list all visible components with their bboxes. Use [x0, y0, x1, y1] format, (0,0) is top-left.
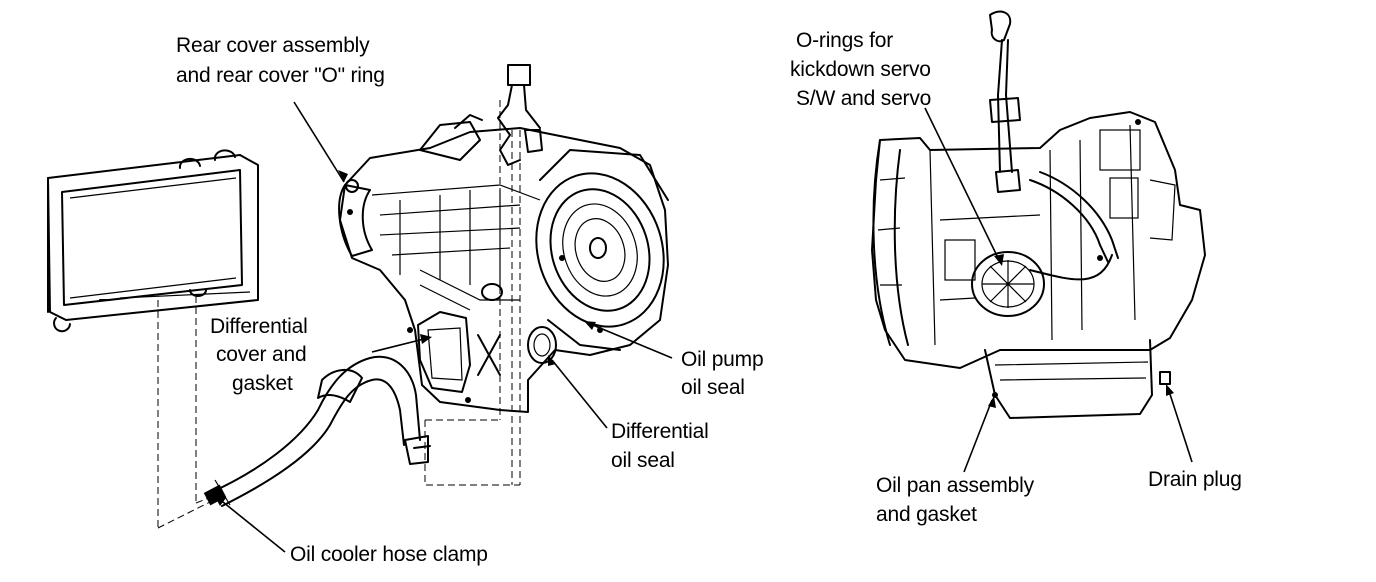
- oil-pump-label-line2: oil seal: [681, 376, 745, 399]
- rear-cover-label-line1: Rear cover assembly: [176, 34, 370, 57]
- label-differential-seal: Differential oil seal: [611, 420, 709, 472]
- label-oil-pan: Oil pan assembly and gasket: [876, 474, 1035, 526]
- label-hose-clamp: Oil cooler hose clamp: [290, 543, 488, 566]
- drain-plug-label: Drain plug: [1148, 468, 1242, 491]
- orings-label-line3: S/W and servo: [796, 87, 931, 110]
- orings-label-line2: kickdown servo: [790, 58, 931, 81]
- diff-seal-label-line2: oil seal: [611, 449, 675, 472]
- oil-cooler-radiator: [47, 149, 259, 333]
- diff-seal-label-line1: Differential: [611, 420, 709, 443]
- rear-cover-label-line2: and rear cover "O" ring: [176, 64, 385, 87]
- oil-cooler-hose: [203, 355, 431, 507]
- label-oil-pump-seal: Oil pump oil seal: [681, 348, 764, 399]
- oil-pan-label-line2: and gasket: [876, 503, 977, 526]
- diff-cover-label-line3: gasket: [232, 372, 293, 395]
- leader-lines: [214, 101, 1193, 553]
- hose-clamp-label: Oil cooler hose clamp: [290, 543, 488, 566]
- transaxle-alignment-lines: [424, 100, 521, 486]
- diff-cover-label-line1: Differential: [210, 315, 308, 338]
- oil-pan-label-line1: Oil pan assembly: [876, 474, 1035, 497]
- transmission-side-view: [871, 10, 1206, 419]
- transaxle-assembly: [338, 64, 669, 413]
- label-orings: O-rings for kickdown servo S/W and servo: [790, 29, 931, 110]
- label-drain-plug: Drain plug: [1148, 468, 1242, 491]
- label-rear-cover: Rear cover assembly and rear cover "O" r…: [176, 34, 385, 87]
- diff-cover-label-line2: cover and: [216, 343, 306, 366]
- oil-pump-label-line1: Oil pump: [681, 348, 763, 371]
- label-differential-cover: Differential cover and gasket: [210, 315, 308, 395]
- orings-label-line1: O-rings for: [796, 29, 893, 52]
